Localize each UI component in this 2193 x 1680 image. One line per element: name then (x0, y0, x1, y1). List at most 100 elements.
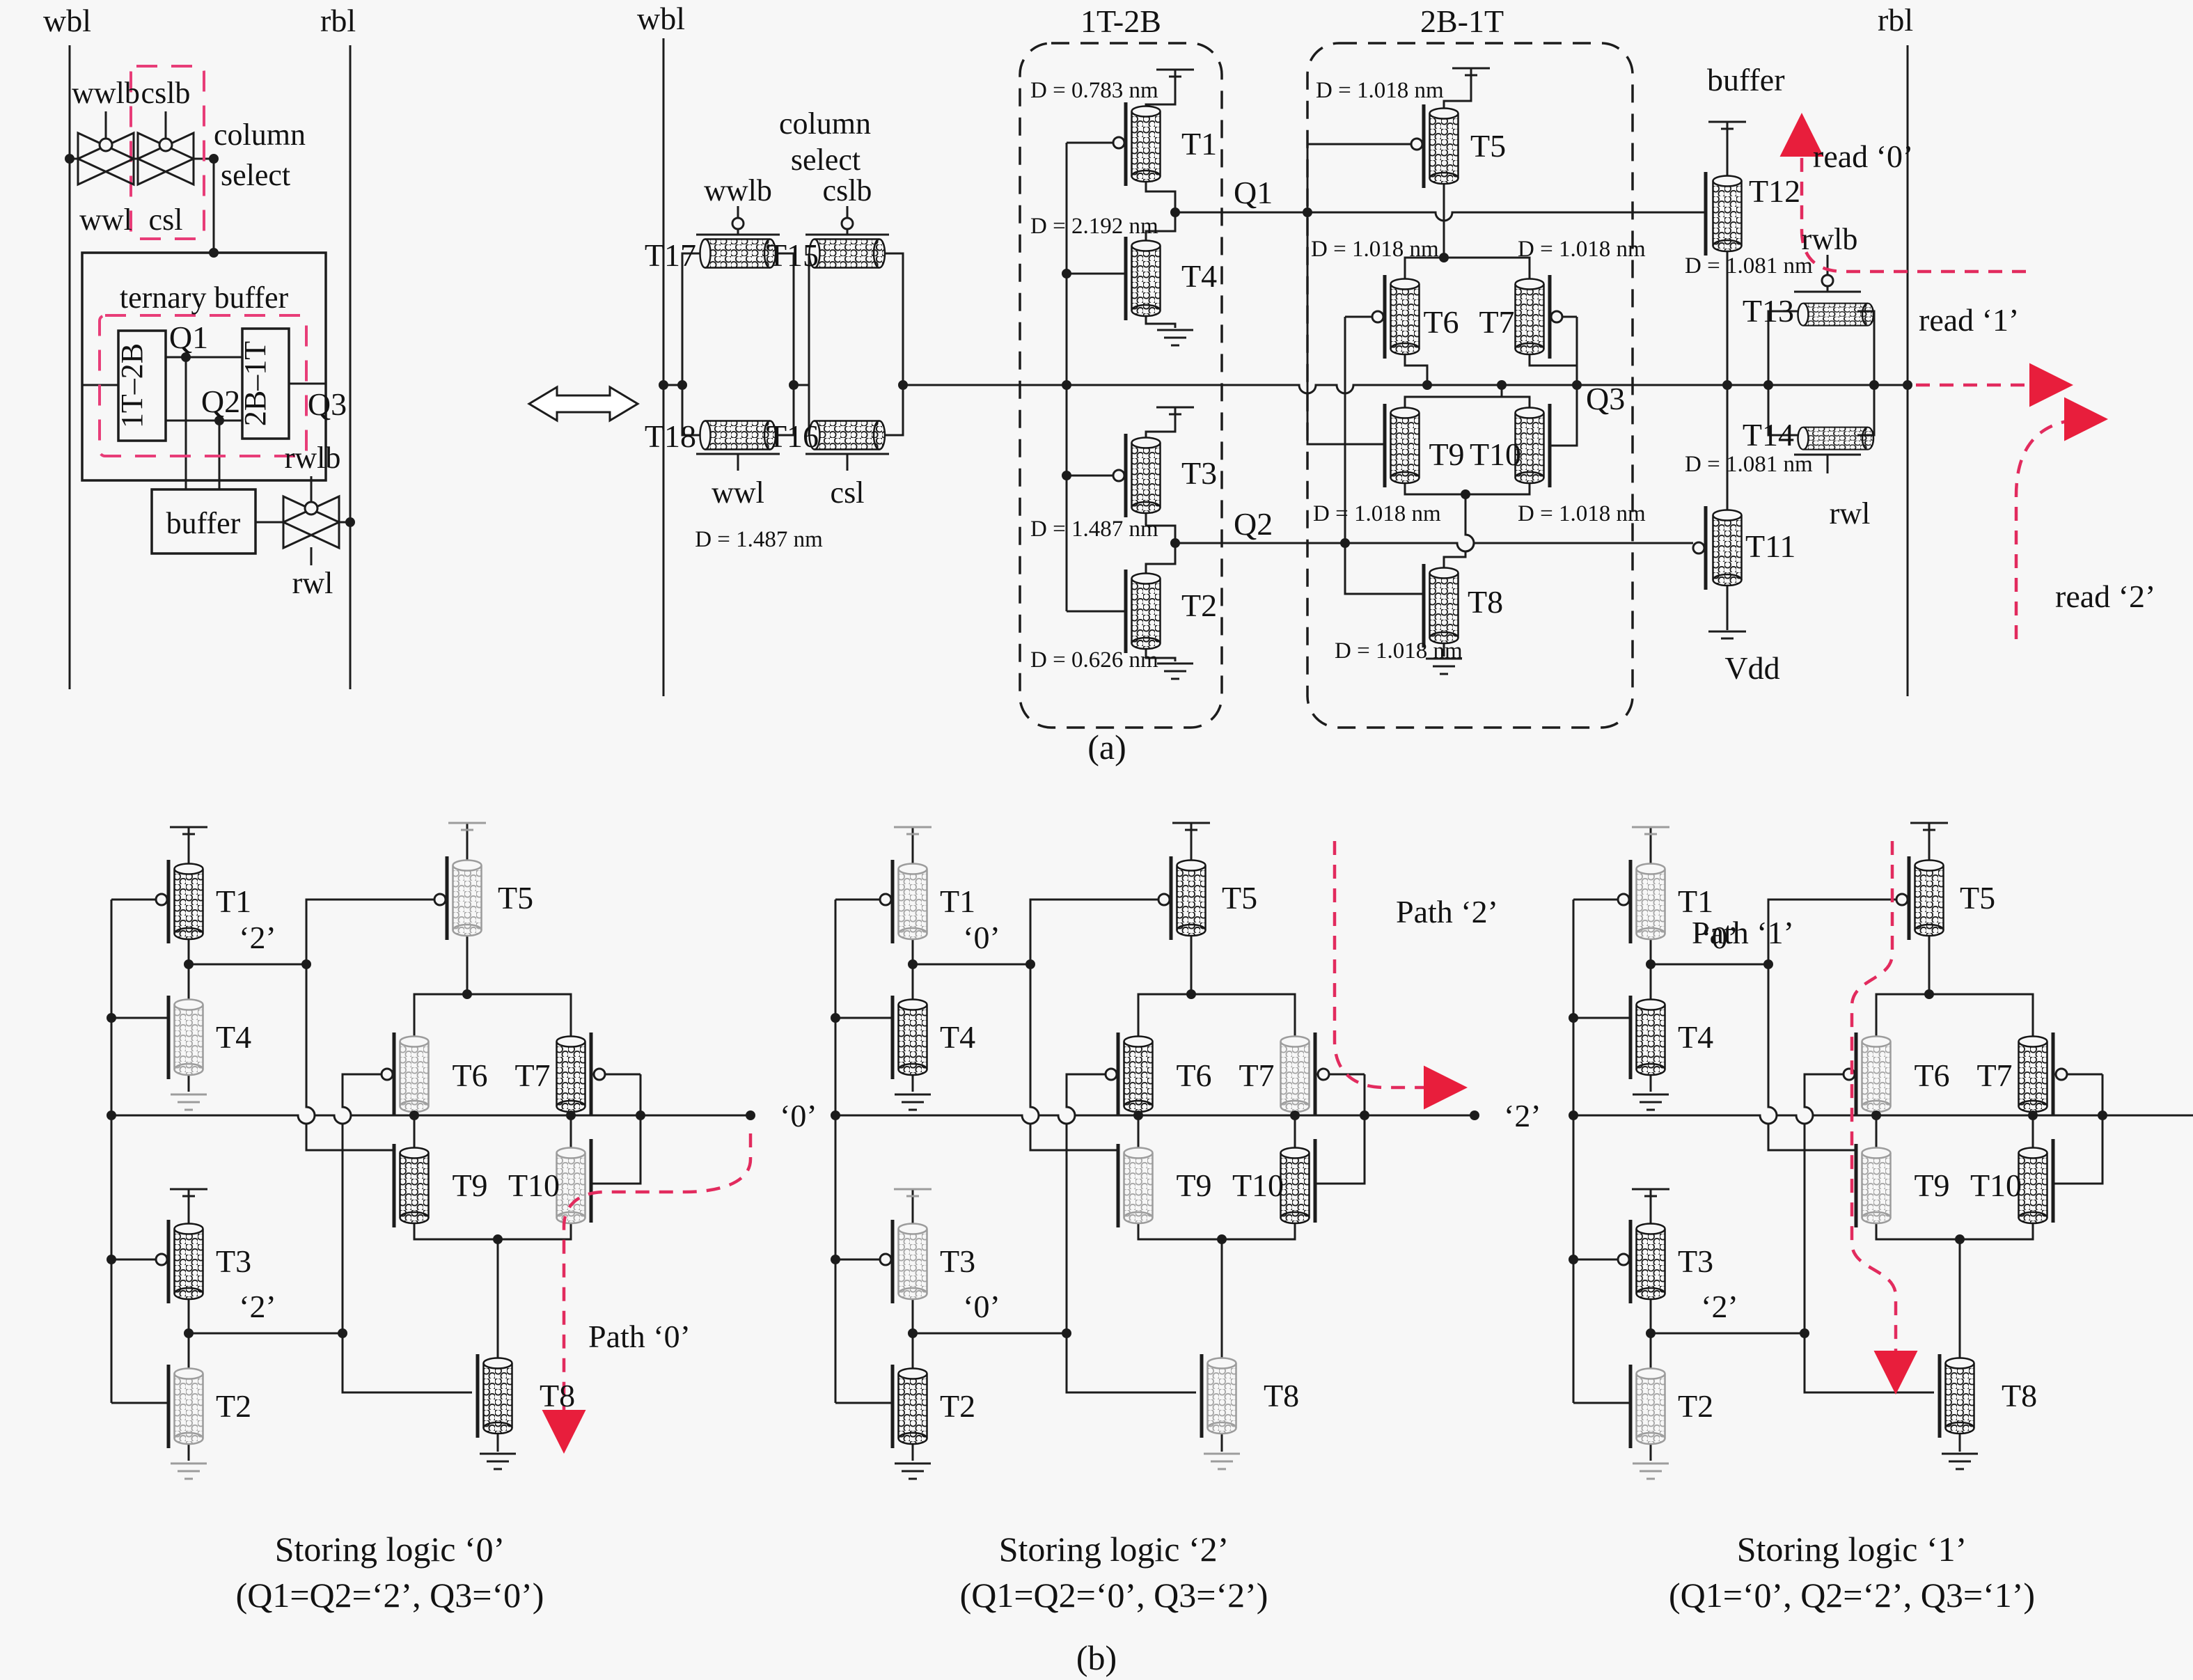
pmos-bubble-T5 (1157, 893, 1171, 906)
caption-line2: (Q1=‘0’, Q2=‘2’, Q3=‘1’) (1669, 1576, 2035, 1615)
transmission-gate-csl (136, 124, 195, 186)
transistor-T8-body (1429, 567, 1459, 645)
pmos-bubble-T7 (1316, 1067, 1330, 1081)
transistor-T2-body (897, 1367, 928, 1445)
label-d-T9: D = 1.018 nm (1313, 501, 1441, 526)
label-T18: T18 (645, 418, 696, 454)
transistor-T12-body (1712, 175, 1743, 253)
label-T6: T6 (452, 1058, 487, 1093)
ground-symbol-T8 (1940, 1452, 1979, 1470)
pmos-bubble-T1 (155, 893, 168, 906)
pmos-bubble-T7 (2054, 1067, 2068, 1081)
block-1t2b (117, 329, 167, 442)
label-cslb-main: cslb (823, 173, 872, 207)
caption-line1: Storing logic ‘1’ (1737, 1530, 1967, 1569)
wire (834, 823, 1475, 1461)
label-T6: T6 (1176, 1058, 1211, 1093)
transistor-T2-body (1131, 572, 1161, 650)
transistor-T15-body (808, 238, 886, 269)
label-T8: T8 (1264, 1378, 1299, 1413)
label-read0: read ‘0’ (1813, 139, 1913, 174)
label-T8: T8 (2002, 1378, 2037, 1413)
pmos-bubble (840, 217, 854, 230)
label-2b1t: 2B–1T (238, 341, 272, 426)
label-rwlb: rwlb (285, 441, 341, 475)
label-d-T2: D = 0.626 nm (1030, 647, 1158, 673)
pmos-bubble-T5 (1410, 137, 1424, 151)
label-T4: T4 (1181, 258, 1217, 294)
label-T7: T7 (1976, 1058, 2012, 1093)
transistor-T6-body (1123, 1035, 1154, 1113)
transistor-T16-body (808, 420, 886, 450)
label-rwl: rwl (292, 566, 333, 600)
pmos-bubble-T6 (380, 1067, 394, 1081)
ground-symbol-T4 (1156, 329, 1195, 347)
label-rbl: rbl (320, 3, 356, 38)
label-Q2-node: Q2 (1234, 506, 1273, 542)
caption-line1: Storing logic ‘2’ (999, 1530, 1229, 1569)
label-T3: T3 (1181, 455, 1217, 491)
transistor-T9-body (399, 1147, 430, 1225)
label-T2: T2 (940, 1388, 975, 1424)
label-select: select (221, 158, 290, 192)
ground-symbol-T2 (169, 1462, 208, 1480)
transistor-T13-body (1797, 302, 1875, 327)
buffer-box (150, 488, 257, 555)
label-T9: T9 (1914, 1168, 1949, 1203)
label-wbl: wbl (43, 3, 91, 38)
transistor-T1-body (897, 863, 928, 941)
label-path0: Path ‘0’ (588, 1319, 691, 1354)
pmos-bubble-rwlb (1821, 274, 1834, 288)
junction-dots (659, 380, 908, 390)
transistor-T11-body (1712, 509, 1743, 587)
junction-dots (1062, 207, 1180, 548)
dashed-box-1t2b (1019, 42, 1223, 729)
label-d-T12: D = 1.081 nm (1685, 253, 1813, 278)
label-read2: read ‘2’ (2055, 579, 2155, 614)
dashed-box-2b1t (1306, 42, 1634, 729)
label-T3: T3 (1678, 1243, 1713, 1279)
label-wwlb: wwlb (72, 76, 140, 110)
transistor-T3-body (897, 1223, 928, 1301)
gate-plates (890, 856, 1317, 1448)
label-T9: T9 (1176, 1168, 1211, 1203)
label-path1: Path ‘1’ (1692, 915, 1794, 950)
label-buffer: buffer (166, 506, 241, 540)
node-q1-value: ‘2’ (239, 920, 276, 955)
label-Q1-node: Q1 (1234, 175, 1273, 210)
transistor-T4-body (897, 998, 928, 1076)
label-T1: T1 (1678, 884, 1713, 919)
ground-symbol-T8 (478, 1452, 517, 1470)
state-circuit-1: T1 T4 T3 T2 T5 T6 T7 T9 T10 T8 ‘0’ ‘2’ ‘… (1569, 822, 2193, 1615)
label-q3: Q3 (308, 386, 347, 422)
transistor-T1-body (1131, 105, 1161, 183)
transistor-T1-body (173, 863, 204, 941)
transistor-T4-body (1131, 240, 1161, 317)
label-T3: T3 (940, 1243, 975, 1279)
label-T12: T12 (1749, 173, 1800, 209)
transistor-T4-body (173, 998, 204, 1076)
transistor-T4-body (1635, 998, 1666, 1076)
label-T5: T5 (1470, 128, 1506, 164)
label-T16: T16 (767, 418, 819, 454)
caption-line2: (Q1=Q2=‘2’, Q3=‘0’) (236, 1576, 544, 1615)
transistor-T5-body (1429, 107, 1459, 185)
read-buffer-section: buffer read ‘0’ T12 D = 1.081 nm rwlb T1… (1685, 2, 2155, 696)
wire (110, 823, 750, 1461)
label-q1: Q1 (169, 320, 208, 355)
label-d-T11: D = 1.081 nm (1685, 452, 1813, 477)
transistor-T2-body (173, 1367, 204, 1445)
transistor-T8-body (482, 1357, 513, 1435)
vdd-bar (1707, 630, 1747, 640)
label-T4: T4 (1678, 1019, 1713, 1055)
label-T10: T10 (1470, 437, 1521, 472)
label-d-access: D = 1.487 nm (695, 527, 823, 552)
caption-line1: Storing logic ‘0’ (275, 1530, 505, 1569)
transistor-T7-body (1280, 1035, 1310, 1113)
block-2b1t (241, 327, 290, 440)
transmission-gate-wwl (77, 124, 135, 186)
ground-symbol-T8 (1202, 1452, 1241, 1470)
column-select-dashed-box (129, 65, 205, 240)
transistor-T9-body (1861, 1147, 1892, 1225)
label-T5: T5 (498, 880, 533, 916)
